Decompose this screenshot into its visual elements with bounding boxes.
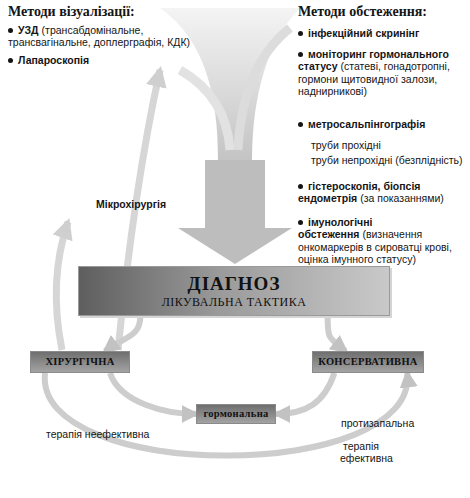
bullet-dot xyxy=(298,184,303,189)
text-group: УЗД(трансабдомінальне, трансвагінальне, … xyxy=(8,24,213,49)
flow-arrow xyxy=(105,316,140,351)
node-subtitle: ЛІКУВАЛЬНА ТАКТИКА xyxy=(162,295,307,309)
text-group: гістероскопія, біопсія ендометрія(за пок… xyxy=(298,180,466,205)
item-title: УЗД xyxy=(18,24,39,36)
bullet-dot xyxy=(298,52,303,57)
item-title: інфекційний скринінг xyxy=(308,27,419,39)
item-title: Лапароскопія xyxy=(18,54,89,66)
down-arrow xyxy=(178,160,292,264)
text-group: протизапальна xyxy=(338,417,458,429)
bullet-dot xyxy=(298,220,303,225)
flow-arrow xyxy=(328,316,346,351)
micro-arrow xyxy=(56,222,68,350)
swoosh xyxy=(238,28,290,150)
text-group: імунологічні обстеження(визначення онком… xyxy=(298,216,466,266)
text-group: Методи візуалізації: xyxy=(8,4,228,21)
text-group: труби прохідні xyxy=(308,139,468,151)
text-group: терапія ефективна xyxy=(340,440,402,465)
item-note: труби прохідні xyxy=(311,139,381,151)
item-title: метросальпінгографія xyxy=(308,118,425,130)
text-group: моніторинг гормонального статусу(статеві… xyxy=(298,48,466,98)
text-group: Методи обстеження: xyxy=(298,4,468,21)
item-title: імунологічні обстеження xyxy=(298,216,372,240)
bullet-dot xyxy=(8,28,13,33)
text-group: Лапароскопія xyxy=(8,54,188,66)
tactic-box: КОНСЕРВАТИВНА xyxy=(312,351,424,373)
section-heading: Методи візуалізації: xyxy=(8,4,135,19)
node-title: ХІРУРГІЧНА xyxy=(45,356,114,368)
edge-label: терапія неефективна xyxy=(46,428,149,440)
bullet-dot xyxy=(8,58,13,63)
text-group: труби непрохідні (безплідність) xyxy=(308,154,468,166)
tactic-box: гормональна xyxy=(196,404,276,424)
node-title: ДІАГНОЗ xyxy=(188,273,281,295)
bullet-dot xyxy=(298,31,303,36)
item-note: труби непрохідні (безплідність) xyxy=(311,154,463,166)
item-title: Мікрохірургія xyxy=(96,198,166,210)
node-title: гормональна xyxy=(203,408,268,420)
text-group: інфекційний скринінг xyxy=(298,27,468,39)
bullet-dot xyxy=(298,122,303,127)
flow-arrow xyxy=(276,373,334,414)
text-group: Мікрохірургія xyxy=(96,198,216,210)
node-title: КОНСЕРВАТИВНА xyxy=(318,356,418,368)
item-note: протизапальна xyxy=(341,417,414,429)
diagnosis-box: ДІАГНОЗЛІКУВАЛЬНА ТАКТИКА xyxy=(78,266,390,316)
text-group: метросальпінгографія xyxy=(298,118,468,130)
tactic-box: ХІРУРГІЧНА xyxy=(30,351,130,373)
swoosh xyxy=(180,70,230,150)
flow-arrow xyxy=(110,373,196,414)
section-heading: Методи обстеження: xyxy=(298,4,427,19)
funnel-band xyxy=(160,8,300,160)
item-note: терапія ефективна xyxy=(340,440,393,464)
item-note: (за показаннями) xyxy=(360,192,444,204)
